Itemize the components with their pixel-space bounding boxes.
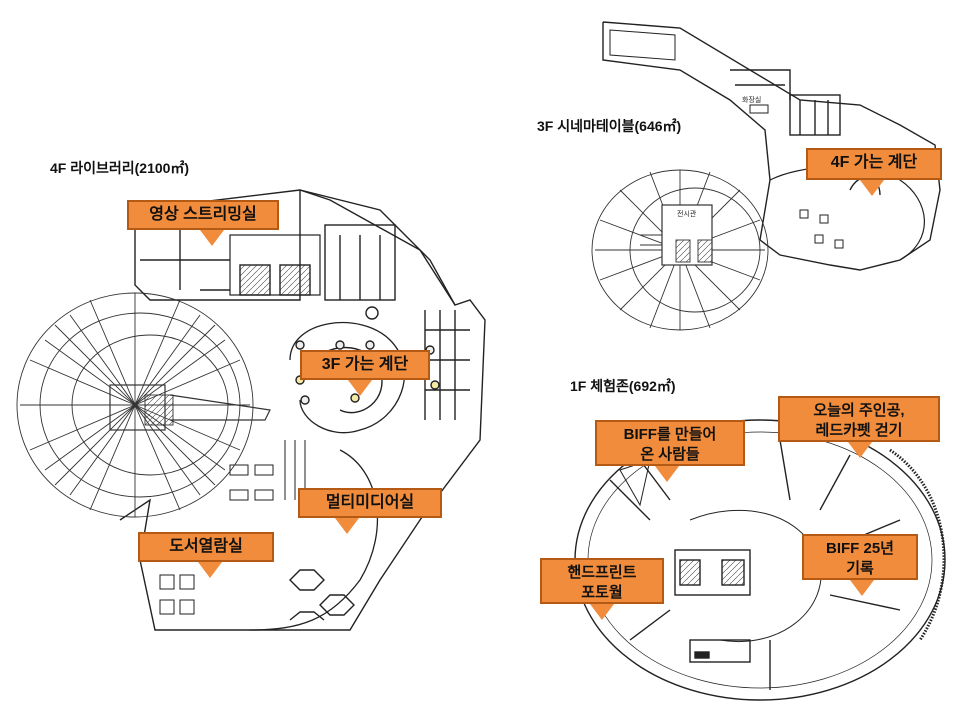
- dome-lattice-4f: [16, 292, 271, 518]
- callout-biff-25-record: BIFF 25년 기록: [802, 534, 918, 580]
- plan-1f: [574, 419, 946, 701]
- callout-arrow: [850, 580, 874, 596]
- callout-video-streaming-room: 영상 스트리밍실: [127, 200, 279, 230]
- callout-arrow: [335, 518, 359, 534]
- plan-3f: [602, 21, 941, 271]
- callout-handprint-photowall: 핸드프린트 포토월: [540, 558, 664, 604]
- floor-title-4f: 4F 라이브러리(2100㎡): [50, 160, 190, 176]
- exhibition-label-3f: 전시관: [677, 209, 697, 218]
- restroom-label-3f: 화장실: [742, 95, 761, 104]
- floor-title-3f: 3F 시네마테이블(646㎡): [537, 118, 682, 134]
- callout-reading-room: 도서열람실: [138, 532, 274, 562]
- plan-4f: [119, 189, 486, 631]
- callout-arrow: [655, 466, 679, 482]
- callout-arrow: [198, 562, 222, 578]
- callout-multimedia-room: 멀티미디어실: [298, 488, 442, 518]
- callout-biff-makers: BIFF를 만들어 온 사람들: [595, 420, 745, 466]
- callout-arrow: [860, 180, 884, 196]
- floor-title-1f: 1F 체험존(692㎡): [570, 378, 676, 394]
- callout-stairs-to-4f: 4F 가는 계단: [806, 148, 942, 180]
- callout-arrow: [848, 442, 872, 458]
- callout-stairs-to-3f: 3F 가는 계단: [300, 350, 430, 380]
- callout-arrow: [590, 604, 614, 620]
- callout-red-carpet: 오늘의 주인공, 레드카펫 걷기: [778, 396, 940, 442]
- callout-arrow: [348, 380, 372, 396]
- callout-arrow: [200, 230, 224, 246]
- dome-lattice-3f: [591, 169, 769, 331]
